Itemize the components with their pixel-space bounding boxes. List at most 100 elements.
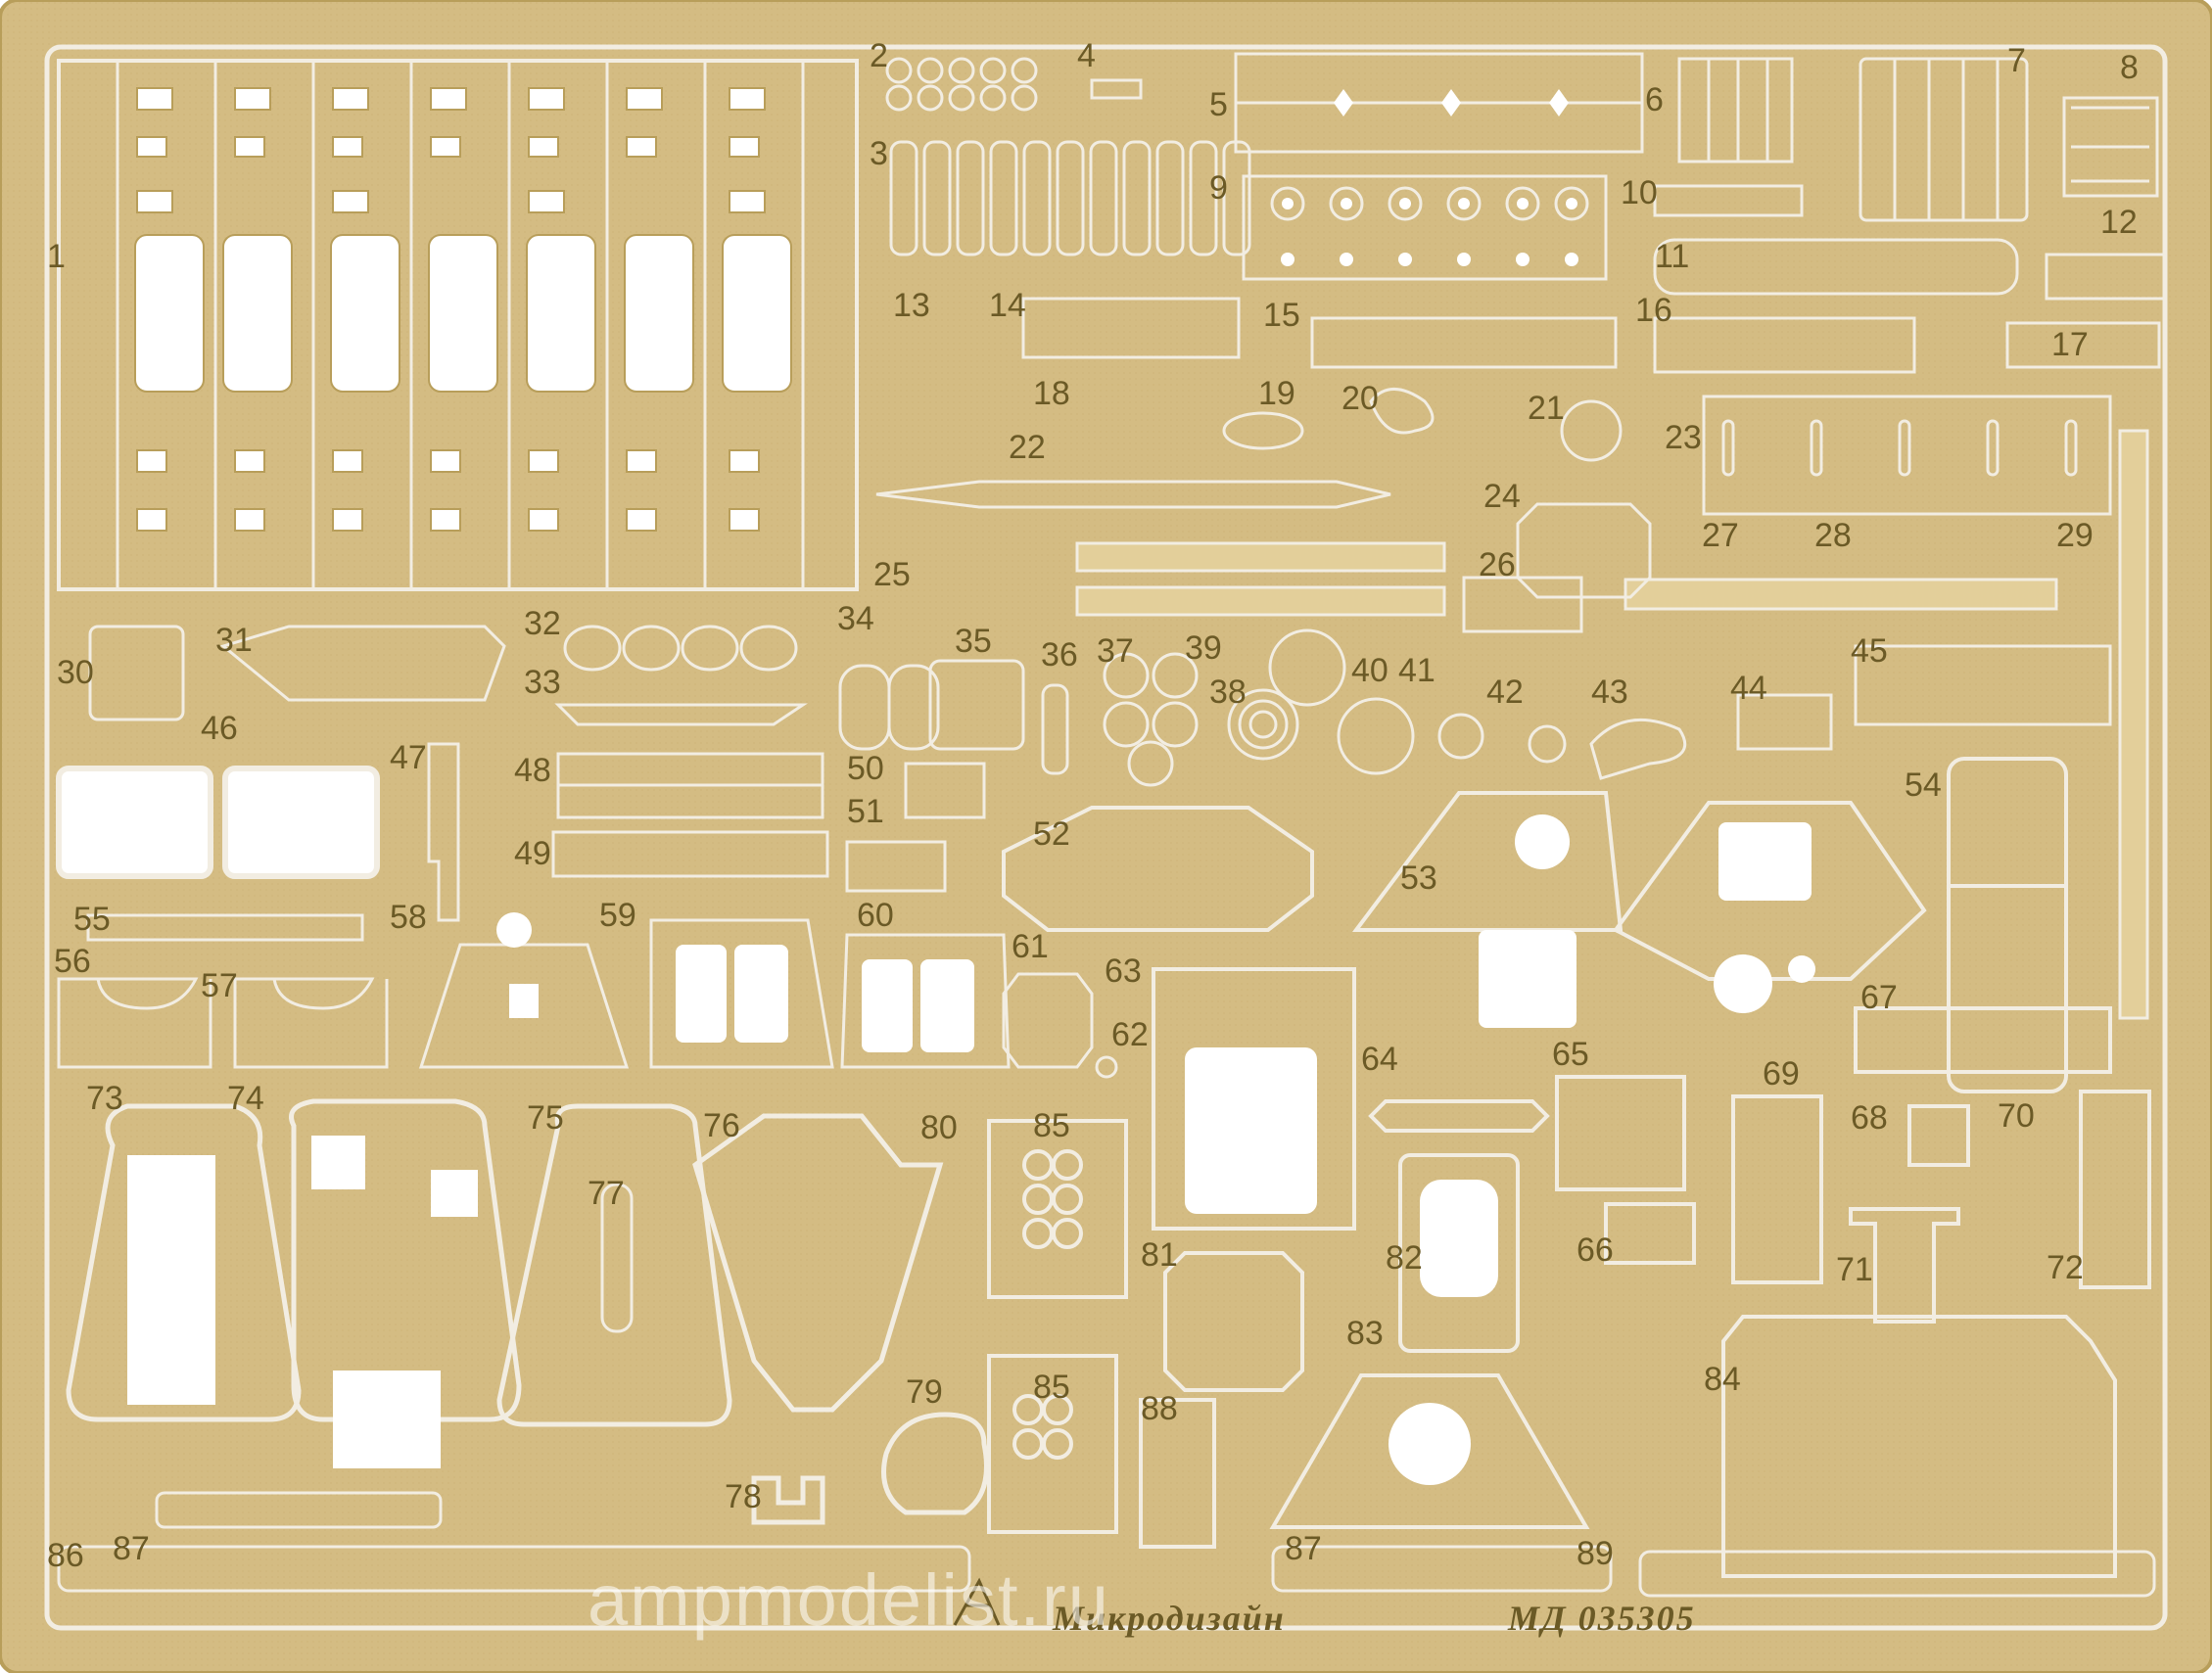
- part-number-label: 30: [57, 654, 94, 691]
- part-number-label: 78: [725, 1478, 762, 1515]
- part-number-label: 14: [989, 287, 1026, 324]
- part-number-label: 58: [390, 899, 427, 936]
- part-number-label: 42: [1486, 674, 1524, 711]
- part-number-label: 24: [1483, 478, 1521, 515]
- part-number-label: 47: [390, 739, 427, 776]
- part-number-label: 73: [86, 1080, 123, 1117]
- part-83-hole: [1388, 1403, 1471, 1485]
- part-number-label: 75: [527, 1099, 564, 1137]
- part-number-label: 50: [847, 750, 884, 787]
- part-number-label: 21: [1528, 390, 1565, 427]
- parts-10-17: [1021, 184, 2166, 374]
- part-number-label: 20: [1341, 380, 1379, 417]
- part-1-rails: [116, 61, 805, 587]
- part-number-label: 39: [1185, 629, 1222, 667]
- part-number-label: 81: [1141, 1236, 1178, 1274]
- part-number-label: 45: [1851, 632, 1888, 670]
- part-number-label: 72: [2047, 1249, 2084, 1286]
- part-number-label: 26: [1479, 546, 1516, 583]
- part-number-label: 87: [113, 1530, 150, 1567]
- frame-gap: [44, 44, 2168, 1631]
- part-number-label: 17: [2051, 326, 2089, 363]
- part-number-label: 31: [215, 622, 253, 659]
- part-number-label: 55: [73, 901, 111, 938]
- part-number-label: 71: [1836, 1251, 1873, 1288]
- part-number-label: 1: [47, 238, 66, 275]
- part-number-label: 32: [524, 605, 561, 642]
- part-number-label: 4: [1077, 37, 1096, 74]
- parts-22-28-strips: [875, 480, 2058, 617]
- part-number-label: 43: [1591, 674, 1628, 711]
- part-number-label: 15: [1263, 297, 1300, 334]
- part-number-label: 37: [1097, 632, 1134, 670]
- part-number-label: 22: [1009, 429, 1046, 466]
- part-number-label: 69: [1763, 1055, 1800, 1092]
- part-number-label: 36: [1041, 636, 1078, 674]
- part-number-label: 8: [2120, 49, 2139, 86]
- part-number-label: 51: [847, 793, 884, 830]
- parts-73-79: [66, 1098, 989, 1525]
- part-number-label: 85: [1033, 1107, 1070, 1144]
- part-number-label: 70: [1998, 1097, 2035, 1135]
- part-number-label: 53: [1400, 860, 1437, 897]
- parts-55-62: [57, 918, 1118, 1079]
- part-5-plates: [1234, 52, 1644, 154]
- part-number-label: 49: [514, 835, 551, 872]
- parts-63-72: [1152, 967, 2151, 1353]
- parts-47-51: [86, 742, 986, 942]
- parts-86-89-ovals: [57, 1491, 2156, 1598]
- part-number-label: 77: [588, 1175, 625, 1212]
- part-number-label: 19: [1258, 375, 1295, 412]
- part-number-label: 44: [1730, 670, 1767, 707]
- part-number-label: 88: [1141, 1390, 1178, 1427]
- part-number-label: 2: [870, 37, 888, 74]
- part-number-label: 65: [1552, 1036, 1589, 1073]
- part-number-label: 54: [1905, 767, 1942, 804]
- part-number-label: 3: [870, 135, 888, 172]
- parts-30-45: [88, 625, 2112, 787]
- part-number-label: 6: [1645, 81, 1664, 118]
- part-number-label: 34: [837, 600, 874, 637]
- part-number-label: 13: [893, 287, 930, 324]
- part-number-label: 7: [2007, 42, 2026, 79]
- part-9-holes: [1281, 198, 1578, 266]
- part-number-label: 38: [1209, 674, 1247, 711]
- part-number-label: 5: [1209, 86, 1228, 123]
- part-number-label: 76: [703, 1107, 740, 1144]
- part-number-label: 9: [1209, 169, 1228, 207]
- part-number-label: 61: [1012, 928, 1049, 965]
- part-number-label: 25: [873, 556, 911, 593]
- part-53-holes: [1479, 814, 1815, 1028]
- sheet-code: МД 035305: [1508, 1599, 1696, 1638]
- part-number-label: 27: [1702, 517, 1739, 554]
- part-number-label: 41: [1398, 652, 1435, 689]
- part-46-frames: [56, 766, 380, 879]
- maker-name: Микродизайн: [1053, 1599, 1286, 1638]
- parts-63-82-windows: [1185, 1047, 1498, 1297]
- parts-59-60-windows: [496, 912, 974, 1052]
- part-number-label: 74: [227, 1080, 264, 1117]
- part-77-slot: [600, 1183, 634, 1333]
- part-number-label: 40: [1351, 652, 1388, 689]
- part-number-label: 59: [599, 897, 636, 934]
- part-number-label: 68: [1851, 1099, 1888, 1137]
- part-9-rings: [1242, 174, 1608, 281]
- maker-logo-icon: [953, 1577, 1001, 1626]
- part-number-label: 57: [201, 967, 238, 1004]
- part-number-label: 80: [920, 1109, 958, 1146]
- part-number-label: 35: [955, 623, 992, 660]
- part-number-label: 87: [1285, 1530, 1322, 1567]
- part-number-label: 56: [54, 943, 91, 980]
- part-number-label: 12: [2100, 204, 2138, 241]
- parts-19-21-24: [1222, 388, 1652, 633]
- part-number-label: 60: [857, 897, 894, 934]
- part-number-label: 23: [1665, 419, 1702, 456]
- part-number-label: 48: [514, 752, 551, 789]
- part-number-label: 16: [1635, 292, 1672, 329]
- part-23-panel: [1702, 395, 2112, 516]
- part-number-label: 67: [1860, 979, 1898, 1016]
- part-number-label: 33: [524, 664, 561, 701]
- parts-6-7-8: [1677, 57, 2159, 222]
